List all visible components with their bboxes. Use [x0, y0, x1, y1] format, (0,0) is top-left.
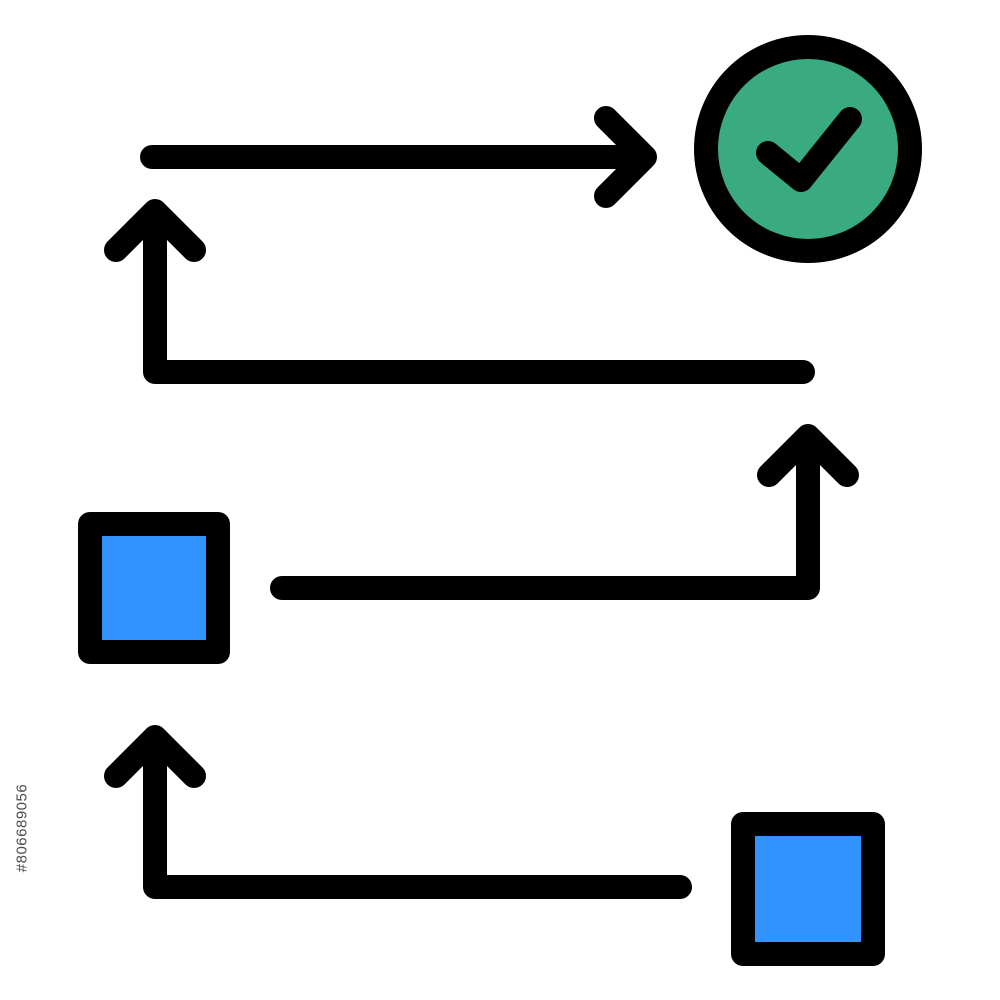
check-circle	[694, 35, 922, 263]
process-box-icon	[78, 512, 230, 664]
start-box-icon	[731, 812, 885, 966]
stock-id-label: #806689056	[10, 755, 34, 900]
stock-id-text: #806689056	[13, 783, 31, 872]
checkmark-icon	[756, 107, 862, 192]
up-left-elbow-arrow	[104, 199, 815, 384]
up-left-bottom-elbow-arrow	[104, 725, 692, 899]
top-right-arrow	[140, 106, 657, 208]
check-circle-icon	[694, 35, 922, 263]
up-right-elbow-arrow	[270, 424, 859, 600]
